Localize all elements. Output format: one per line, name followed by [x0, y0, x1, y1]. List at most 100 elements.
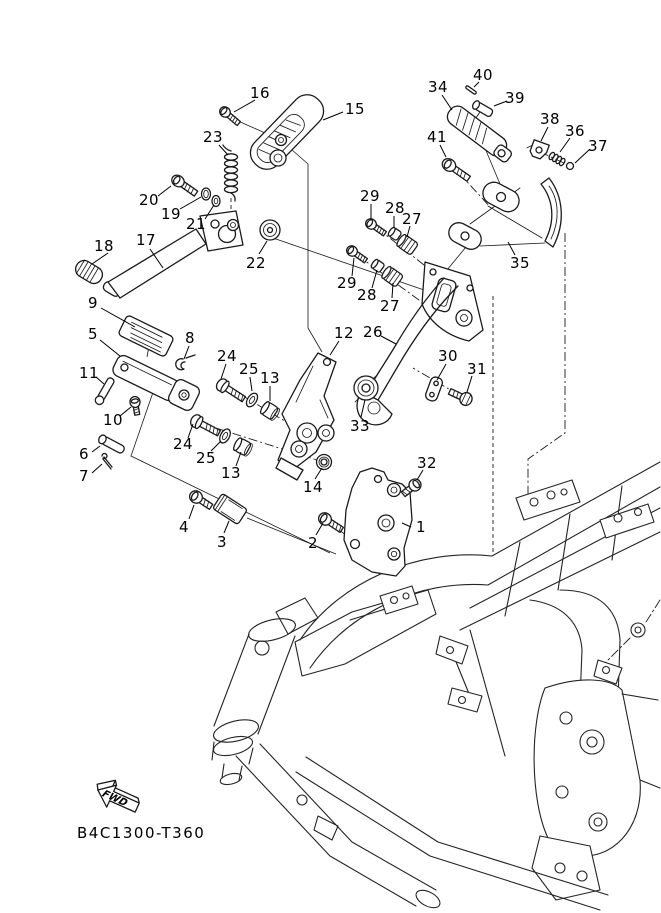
callout-label-29: 29 [360, 187, 380, 205]
callout-leader-10 [119, 406, 132, 417]
callout-label-5: 5 [88, 325, 98, 343]
part-27-damper-upper [396, 233, 419, 255]
callout-label-11: 11 [79, 364, 99, 382]
callout-label-19: 19 [161, 205, 181, 223]
part-29-screw-lower [346, 245, 369, 264]
part-13-collar-lower [233, 437, 253, 457]
callout-leader-8 [183, 345, 190, 360]
callout-leader-35 [507, 241, 516, 256]
callout-leader-2 [315, 522, 324, 536]
part-31-bolt [447, 388, 473, 407]
part-5-footrest [112, 354, 201, 412]
fwd-arrow: FWD [96, 779, 140, 813]
part-11-pin [94, 377, 115, 406]
part-17-brake-pedal [102, 210, 244, 299]
callout-label-6: 6 [79, 445, 89, 463]
callout-leader-3 [223, 520, 230, 534]
callout-label-1: 1 [416, 518, 426, 536]
callout-label-39: 39 [505, 89, 525, 107]
part-41-bolt [441, 158, 472, 182]
callout-leader-34 [441, 94, 453, 111]
part-24-bolt-lower [189, 414, 222, 437]
part-8-clip [175, 354, 196, 371]
part-1-footrest-bracket [343, 467, 413, 577]
callout-label-28: 28 [357, 286, 377, 304]
callout-leader-39 [493, 100, 508, 107]
callout-label-41: 41 [427, 128, 447, 146]
callout-label-25: 25 [239, 360, 259, 378]
part-18-toe-peg [74, 259, 104, 285]
callout-leader-24 [187, 423, 194, 439]
part-32-bolt [400, 478, 422, 498]
callout-label-24: 24 [173, 435, 193, 453]
part-2-bolt [317, 512, 345, 534]
part-33-seal [353, 374, 379, 403]
callout-leader-28 [371, 269, 378, 289]
part-12-bracket [275, 352, 337, 481]
callout-leader-6 [91, 445, 101, 453]
part-13-collar-upper [259, 401, 280, 421]
callout-label-3: 3 [217, 533, 227, 551]
part-23-spring [222, 144, 239, 202]
callout-label-24: 24 [217, 347, 237, 365]
callout-leader-29 [351, 257, 355, 277]
part-35-passenger-bracket [448, 177, 562, 250]
callout-leader-14 [314, 467, 323, 480]
part-21-washer [211, 194, 221, 208]
callout-label-22: 22 [246, 254, 266, 272]
callout-leader-36 [559, 137, 571, 153]
callout-leader-9 [100, 307, 136, 328]
callout-label-8: 8 [185, 329, 195, 347]
callout-label-38: 38 [540, 110, 560, 128]
callout-label-21: 21 [186, 215, 206, 233]
callout-leader-23 [218, 144, 229, 156]
callout-leader-21 [204, 204, 215, 220]
callout-label-16: 16 [250, 84, 270, 102]
callout-leader-4 [188, 504, 195, 520]
callout-label-17: 17 [136, 231, 156, 249]
callout-label-28: 28 [385, 199, 405, 217]
callout-leader-32 [416, 469, 424, 481]
part-10-screw [129, 395, 141, 416]
callout-leader-25 [249, 376, 253, 392]
callout-label-40: 40 [473, 66, 493, 84]
callout-leader-11 [95, 376, 105, 385]
callout-leader-16 [233, 99, 256, 113]
part-14-nut [315, 453, 333, 471]
part-40-clip [465, 85, 477, 95]
callout-label-4: 4 [179, 518, 189, 536]
callout-label-2: 2 [308, 534, 318, 552]
callout-label-15: 15 [345, 100, 365, 118]
callout-leader-27 [391, 282, 394, 299]
callout-leader-41 [439, 144, 447, 158]
part-4-bolt [188, 490, 214, 510]
part-6-pin [98, 434, 125, 454]
callout-label-23: 23 [203, 128, 223, 146]
callout-leader-19 [179, 196, 202, 210]
motorcycle-frame-drawing [211, 461, 661, 911]
part-34-passenger-footrest [446, 105, 512, 163]
callout-label-27: 27 [402, 210, 422, 228]
part-25-washer-upper [245, 392, 259, 408]
callout-leader-20 [157, 185, 172, 197]
part-28-collar-lower [370, 258, 385, 273]
part-20-screw [171, 174, 199, 197]
callout-label-29: 29 [337, 274, 357, 292]
callout-leader-1 [401, 522, 412, 528]
callout-leader-25 [210, 440, 222, 452]
part-16-screw [219, 106, 242, 127]
callout-label-32: 32 [417, 454, 437, 472]
callout-leader-33 [360, 399, 366, 418]
callout-leader-22 [258, 240, 268, 255]
callout-leader-40 [473, 81, 480, 88]
part-26-pedal-link [356, 261, 484, 426]
callout-label-37: 37 [588, 137, 608, 155]
callout-label-33: 33 [350, 417, 370, 435]
callout-label-13: 13 [260, 369, 280, 387]
callout-label-31: 31 [467, 360, 487, 378]
callout-leader-5 [99, 339, 121, 357]
callout-label-20: 20 [139, 191, 159, 209]
